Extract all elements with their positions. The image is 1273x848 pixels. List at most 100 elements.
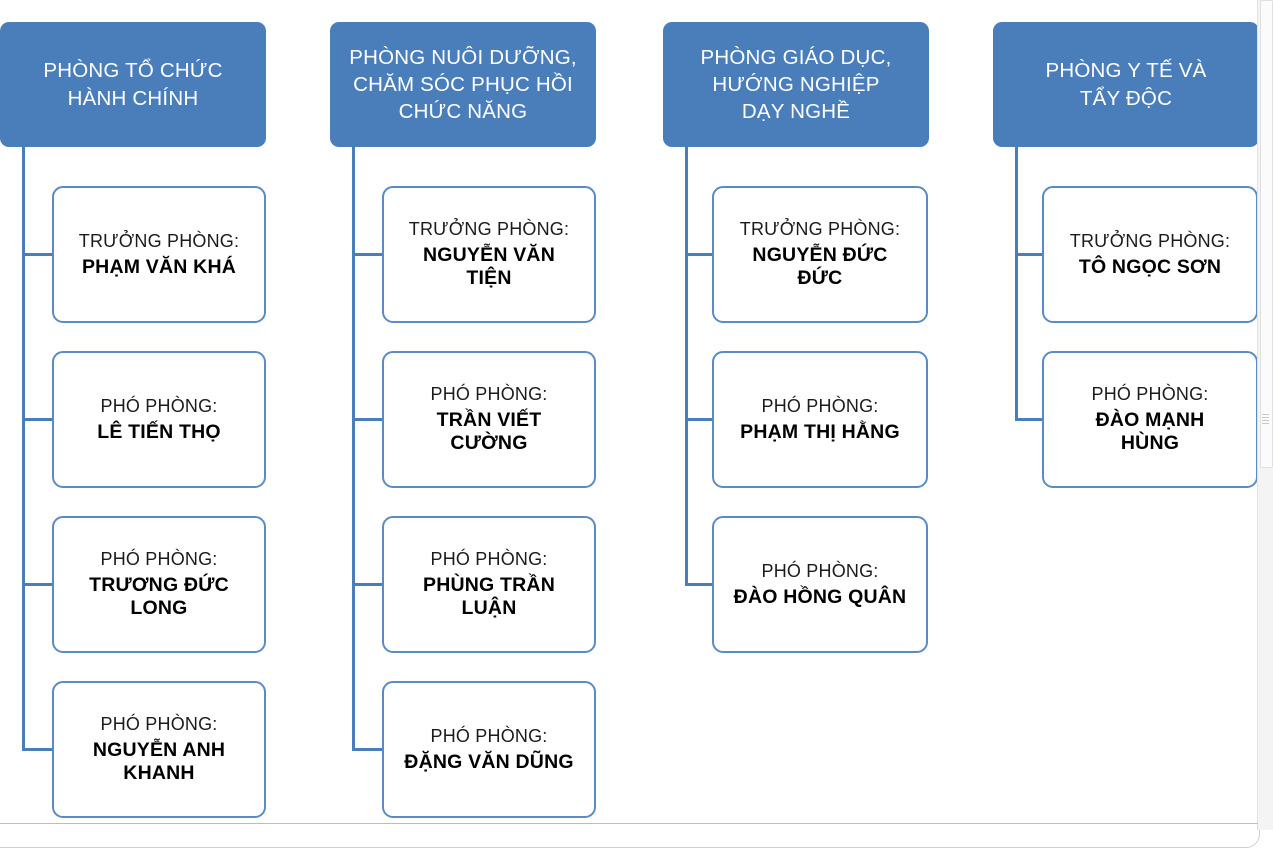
vertical-scrollbar[interactable]	[1257, 0, 1273, 830]
staff-name-label: ĐẶNG VĂN DŨNG	[404, 751, 573, 774]
connector-stub	[685, 418, 712, 421]
staff-role-label: PHÓ PHÒNG:	[1091, 384, 1209, 405]
staff-node[interactable]: PHÓ PHÒNG: PHẠM THỊ HẰNG	[712, 351, 928, 488]
staff-role-label: PHÓ PHÒNG:	[100, 714, 218, 735]
staff-name-line: NGUYỄN ĐỨC	[752, 243, 888, 266]
staff-node[interactable]: PHÓ PHÒNG: LÊ TIẾN THỌ	[52, 351, 266, 488]
staff-name-label: TÔ NGỌC SƠN	[1079, 256, 1221, 279]
department-header-line: PHÒNG NUÔI DƯỠNG,	[349, 45, 577, 69]
staff-role-label: TRƯỞNG PHÒNG:	[1069, 231, 1231, 252]
connector-spine	[1015, 147, 1018, 420]
staff-name-line: TRẦN VIẾT	[436, 408, 542, 431]
staff-role-label: PHÓ PHÒNG:	[761, 396, 879, 417]
department-header-line: DẠY NGHỀ	[741, 100, 851, 124]
department-header-label: PHÒNG GIÁO DỤC, HƯỚNG NGHIỆP DẠY NGHỀ	[701, 44, 892, 125]
department-header-line: HƯỚNG NGHIỆP	[712, 72, 880, 96]
staff-role-label: PHÓ PHÒNG:	[100, 396, 218, 417]
department-header-line: PHÒNG Y TẾ VÀ	[1045, 59, 1207, 83]
staff-name-line: CƯỜNG	[450, 432, 528, 455]
org-column-1: PHÒNG TỔ CHỨC HÀNH CHÍNH TRƯỞNG PHÒNG: PHẠM…	[0, 0, 266, 822]
connector-spine	[22, 147, 25, 750]
scrollbar-grip-icon	[1262, 414, 1269, 426]
staff-node[interactable]: TRƯỞNG PHÒNG: TÔ NGỌC SƠN	[1042, 186, 1258, 323]
department-header-line: HÀNH CHÍNH	[67, 86, 199, 110]
staff-role-label: PHÓ PHÒNG:	[430, 549, 548, 570]
staff-role-label: PHÓ PHÒNG:	[761, 561, 879, 582]
department-header-label: PHÒNG NUÔI DƯỠNG, CHĂM SÓC PHỤC HỒI CHỨC N…	[349, 44, 577, 125]
staff-name-line: PHẠM THỊ HẰNG	[740, 420, 900, 443]
department-header-line: CHỨC NĂNG	[398, 100, 528, 124]
staff-name-line: ĐÀO HỒNG QUÂN	[733, 585, 907, 608]
staff-node[interactable]: PHÓ PHÒNG: ĐÀO HỒNG QUÂN	[712, 516, 928, 653]
staff-name-line: ĐÀO MẠNH	[1095, 408, 1205, 431]
staff-role-label: TRƯỞNG PHÒNG:	[408, 219, 570, 240]
staff-role-label: TRƯỞNG PHÒNG:	[78, 231, 240, 252]
staff-role-label: PHÓ PHÒNG:	[430, 726, 548, 747]
staff-name-line: HÙNG	[1120, 432, 1180, 455]
staff-name-line: LUẬN	[461, 597, 517, 620]
staff-name-line: PHÙNG TRẦN	[423, 573, 555, 596]
staff-name-label: PHẠM THỊ HẰNG	[740, 421, 900, 444]
staff-name-line: ĐỨC	[797, 267, 843, 290]
staff-name-line: NGUYỄN VĂN	[422, 243, 556, 266]
department-header-box[interactable]: PHÒNG NUÔI DƯỠNG, CHĂM SÓC PHỤC HỒI CHỨC N…	[330, 22, 596, 147]
department-header-label: PHÒNG Y TẾ VÀ TẨY ĐỘC	[1046, 57, 1207, 111]
staff-name-label: LÊ TIẾN THỌ	[97, 421, 221, 444]
staff-name-line: ĐẶNG VĂN DŨNG	[404, 750, 574, 773]
department-header-line: PHÒNG TỔ CHỨC	[43, 59, 223, 83]
staff-name-line: TRƯƠNG ĐỨC	[89, 573, 229, 596]
staff-name-line: LÊ TIẾN THỌ	[97, 420, 221, 443]
staff-name-label: PHẠM VĂN KHÁ	[82, 256, 236, 279]
connector-stub	[1015, 418, 1042, 421]
bottom-divider	[0, 823, 1258, 824]
org-column-2: PHÒNG NUÔI DƯỠNG, CHĂM SÓC PHỤC HỒI CHỨC N…	[330, 0, 596, 822]
department-header-label: PHÒNG TỔ CHỨC HÀNH CHÍNH	[43, 57, 222, 111]
staff-role-label: PHÓ PHÒNG:	[100, 549, 218, 570]
connector-stub	[352, 748, 382, 751]
org-chart-canvas: PHÒNG TỔ CHỨC HÀNH CHÍNH TRƯỞNG PHÒNG: PHẠM…	[0, 0, 1259, 822]
staff-role-label: TRƯỞNG PHÒNG:	[739, 219, 901, 240]
connector-stub	[352, 418, 382, 421]
connector-stub	[685, 253, 712, 256]
connector-stub	[1015, 253, 1042, 256]
connector-stub	[22, 253, 52, 256]
connector-spine	[352, 147, 355, 750]
department-header-line: TẨY ĐỘC	[1079, 86, 1173, 110]
department-header-line: CHĂM SÓC PHỤC HỒI	[353, 72, 573, 96]
staff-name-line: TÔ NGỌC SƠN	[1078, 255, 1222, 278]
connector-spine	[685, 147, 688, 585]
staff-node[interactable]: PHÓ PHÒNG: ĐẶNG VĂN DŨNG	[382, 681, 596, 818]
staff-name-line: NGUYỄN ANH	[92, 738, 226, 761]
staff-role-label: PHÓ PHÒNG:	[430, 384, 548, 405]
staff-name-line: KHANH	[123, 762, 195, 785]
vertical-scrollbar-thumb[interactable]	[1260, 0, 1273, 468]
connector-stub	[22, 418, 52, 421]
staff-node[interactable]: TRƯỞNG PHÒNG: PHẠM VĂN KHÁ	[52, 186, 266, 323]
connector-stub	[352, 253, 382, 256]
connector-stub	[22, 748, 52, 751]
department-header-box[interactable]: PHÒNG TỔ CHỨC HÀNH CHÍNH	[0, 22, 266, 147]
connector-stub	[22, 583, 52, 586]
connector-stub	[685, 583, 712, 586]
staff-name-line: PHẠM VĂN KHÁ	[81, 255, 237, 278]
department-header-box[interactable]: PHÒNG GIÁO DỤC, HƯỚNG NGHIỆP DẠY NGHỀ	[663, 22, 929, 147]
department-header-line: PHÒNG GIÁO DỤC,	[700, 45, 892, 69]
org-column-3: PHÒNG GIÁO DỤC, HƯỚNG NGHIỆP DẠY NGHỀ TRƯỞN…	[663, 0, 929, 822]
org-column-4: PHÒNG Y TẾ VÀ TẨY ĐỘC TRƯỞNG PHÒNG: TÔ NGỌC…	[993, 0, 1259, 822]
department-header-box[interactable]: PHÒNG Y TẾ VÀ TẨY ĐỘC	[993, 22, 1259, 147]
staff-name-line: TIỆN	[466, 267, 512, 290]
